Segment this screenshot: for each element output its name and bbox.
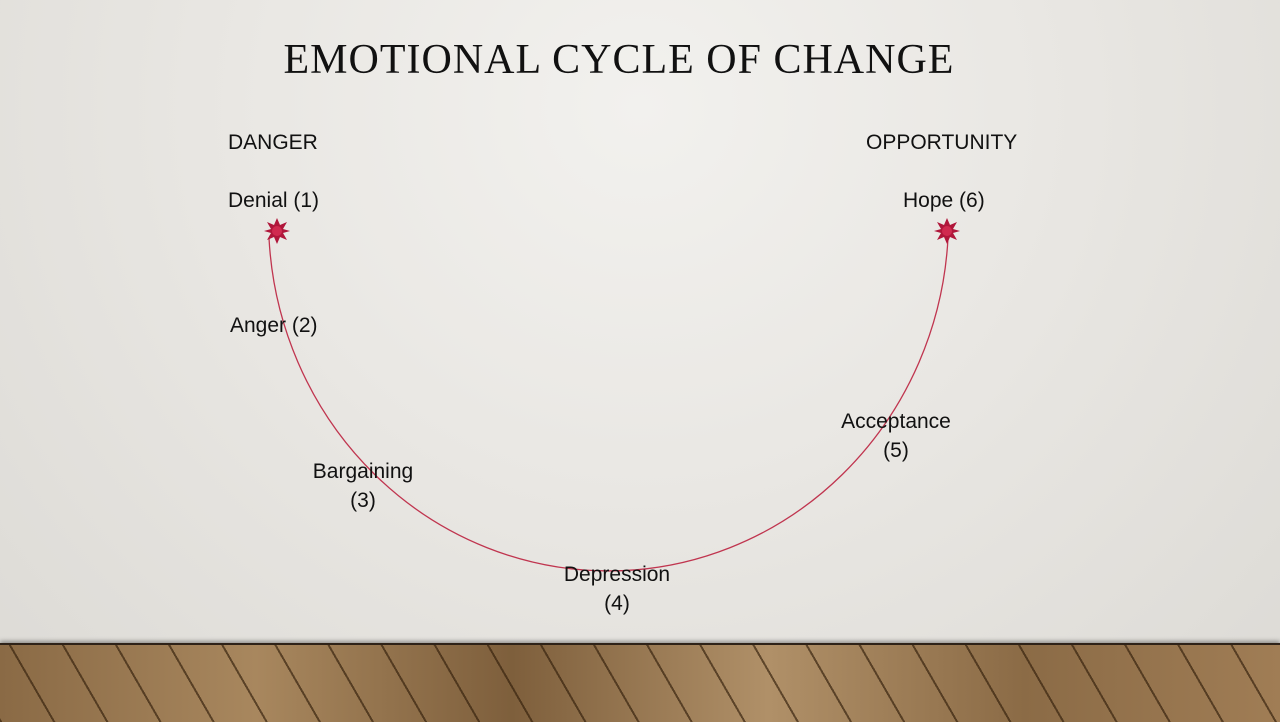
stage-bargaining: Bargaining (3) — [303, 457, 423, 515]
danger-label: DANGER — [228, 131, 318, 154]
stage-anger: Anger (2) — [230, 314, 318, 337]
wood-floor-decoration — [0, 643, 1280, 722]
slide-title: EMOTIONAL CYCLE OF CHANGE — [283, 37, 955, 83]
opportunity-label: OPPORTUNITY — [866, 131, 1018, 154]
stage-number: (4) — [604, 592, 630, 615]
cycle-curve — [268, 237, 949, 572]
stage-number: (3) — [350, 489, 376, 512]
stage-acceptance: Acceptance (5) — [836, 407, 956, 465]
stage-number: (5) — [883, 439, 909, 462]
stage-hope: Hope (6) — [903, 189, 985, 212]
stage-depression: Depression (4) — [557, 560, 677, 618]
star-icon — [934, 218, 960, 244]
star-icon — [264, 218, 290, 244]
stage-denial: Denial (1) — [228, 189, 320, 212]
stage-label: Acceptance — [841, 410, 951, 433]
stage-label: Depression — [563, 563, 671, 586]
stage-label: Bargaining — [312, 460, 414, 483]
